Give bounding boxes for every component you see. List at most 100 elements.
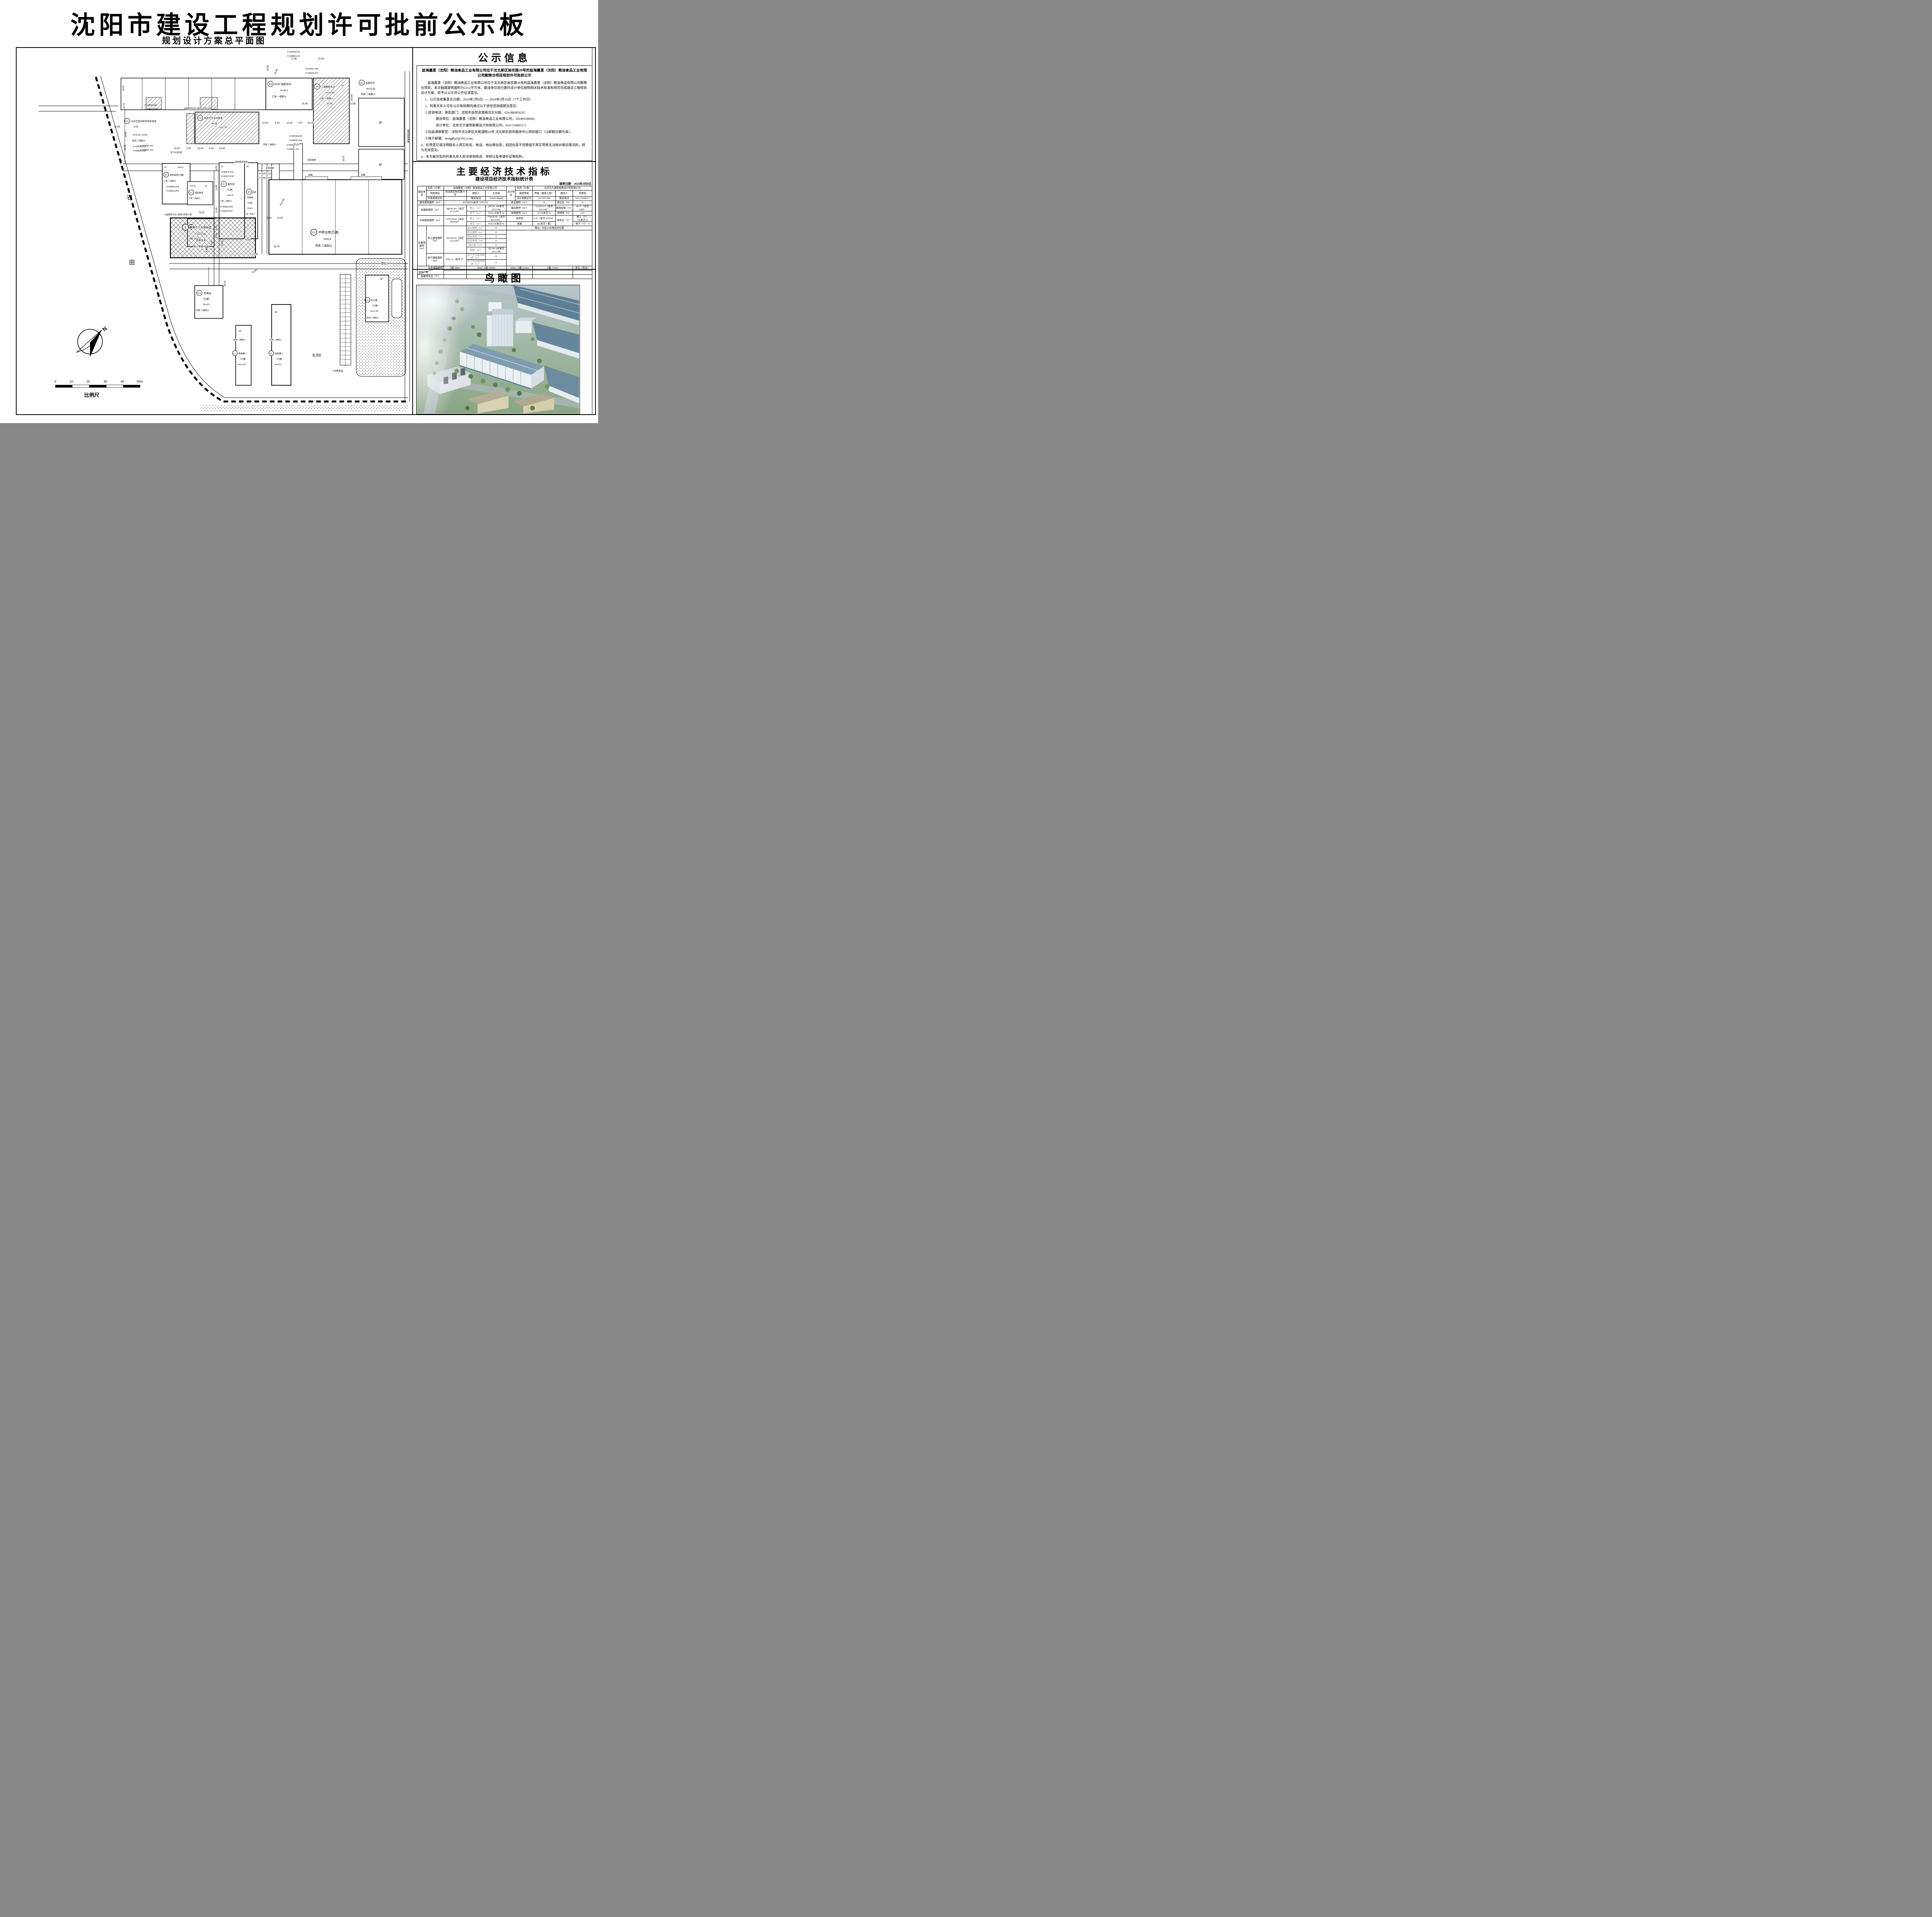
dim: 32.59 <box>267 65 269 71</box>
dim: 29.02 <box>224 281 226 287</box>
enclosed-bridge <box>271 163 280 180</box>
dim: 2.00 <box>209 148 214 150</box>
cell-diagonal: 住宅建筑区间 住宅户数 <box>417 265 444 275</box>
cell: 物业、社区公共用房的位置 <box>506 226 592 231</box>
warehouse-main <box>459 344 544 390</box>
scale-tick: 20 <box>87 380 90 383</box>
cell-part: 75(本次 0) <box>577 218 588 221</box>
cell: 地上（个） 75(本次 0) <box>573 215 592 222</box>
coord-x: X=42853.652 <box>166 186 179 188</box>
coord: Y=44878.076 <box>305 72 318 75</box>
column-divider <box>412 47 413 415</box>
class: 乙类 一级耐火 <box>319 97 334 100</box>
north-compass: N <box>76 325 108 357</box>
cell: 地上建筑面积（m²） <box>426 226 444 254</box>
cell-part: 地上（个） <box>576 216 589 219</box>
cell: 联系人 <box>466 190 486 197</box>
cell: 绿地率（%） <box>555 211 573 216</box>
cell: 其他（m²） <box>466 247 486 254</box>
height: H=23.95 <box>366 88 376 90</box>
use: 丙类仓库 <box>196 238 206 242</box>
built: （已建） <box>226 188 234 191</box>
height: H=5.0米 <box>197 232 207 236</box>
tag: E9 <box>165 174 167 177</box>
tag: E5 <box>269 83 272 86</box>
floors: 1F <box>342 85 344 87</box>
tag: E15 <box>198 293 201 295</box>
coord: X=42940.522 <box>287 51 300 53</box>
height: H=4.3 <box>203 304 210 306</box>
notice-text-box: 益海嘉里（沈阳）粮油食品工业有限公司位于沈北新区裕农路39号的益海嘉里（沈阳）粮… <box>417 65 592 161</box>
building-silo-new: ① 散粮仓（本期修建） H=5.0米 丙类仓库 耐火等级 二级 <box>170 217 256 259</box>
cell: 北京交大建筑勘察设计院有限公司 <box>532 186 592 191</box>
dim: 9.00 <box>134 126 138 128</box>
notice-section-title: 公示信息 <box>478 53 531 64</box>
firewall-note: 此面墙体为无门窗洞口的防火墙 <box>165 213 192 216</box>
class: 丁类 二级耐火 <box>189 197 201 200</box>
cell: 0 <box>485 243 507 248</box>
cell: 379570.94（本次 4424.00） <box>443 215 467 226</box>
dim: 79.80 <box>252 253 259 256</box>
cell: 地下商业建筑面积（m²） <box>466 259 486 266</box>
bridge-label: 封闭栈桥 <box>308 158 316 162</box>
north-letter: N <box>101 325 108 333</box>
section-divider <box>412 269 596 270</box>
dim: 13.65 <box>350 103 356 105</box>
building-e16: E16 中转仓库(已建) H=6.8 丙类 二级耐火 <box>269 143 402 255</box>
plan-annotations: 此面墙体为无门窗洞口的防火墙 此面墙体为无门窗洞口的防火墙 地下水池边线 消防登… <box>127 107 410 357</box>
scale-tick: 0 <box>54 380 56 383</box>
name: 中转仓库(已建) <box>318 230 339 234</box>
cell: 王克海 <box>485 190 507 197</box>
name: 900D 面粉车间 <box>274 82 291 86</box>
cell: 地下停车建筑面积（m²） <box>466 253 486 260</box>
notice-paragraph: 益海嘉里（沈阳）粮油食品工业有限公司位于沈北新区裕农路39号的益海嘉里（沈阳）粮… <box>421 81 587 95</box>
dim: 13.10 <box>287 122 293 124</box>
dim: 11.00 <box>216 185 218 191</box>
diag-top: 住宅建筑区间 <box>428 266 443 269</box>
site-plan-title: 规划设计方案总平面图 <box>162 36 266 46</box>
class: 民用 二级耐火 <box>233 338 245 341</box>
cell: 沈北新区裕农路39号 <box>443 190 467 197</box>
height: H=16.5 <box>275 364 282 366</box>
birds-eye-box <box>386 264 580 423</box>
cell: 总建筑面积（m²） <box>417 226 427 266</box>
coord: X=42858.769 <box>140 145 153 147</box>
cell: 商业面积（m²） <box>506 201 533 206</box>
canopy <box>305 176 328 180</box>
coord-x2: X=42869.024 <box>220 206 233 208</box>
dim: 20.05 <box>114 126 121 128</box>
dim: 20.00 <box>197 148 204 150</box>
cell: 建设用地面积（m²） <box>417 201 444 206</box>
cell-part: 0 <box>588 222 590 225</box>
tag: X11 <box>126 121 129 123</box>
name-1: 品研 <box>252 191 256 194</box>
cell: A111011389 <box>532 196 556 201</box>
dim: 32.85 <box>327 103 333 105</box>
class: 民用 二级耐火 <box>367 316 379 319</box>
cell: 地下（m²） <box>466 221 486 226</box>
coord-y2: Y=44923.667 <box>220 210 233 213</box>
cell: 0 <box>485 238 507 243</box>
class: 丁类 二级耐火 <box>220 200 232 202</box>
econ-section-title: 主要经济技术指标 <box>456 167 552 177</box>
dim: 19.75 <box>221 240 224 246</box>
building-x11: X11 公共卫生间和劳务休息室 H=4.15 民用 二级耐火 X=42838.2… <box>124 118 156 152</box>
cell: 地下建筑面积（m²） <box>426 253 444 266</box>
fire-grade: 耐火等级 二级 <box>193 245 209 248</box>
dim: 15.05 <box>174 148 180 150</box>
coord-y: Y=44917.518 <box>221 175 233 178</box>
floors: 3F <box>239 330 242 333</box>
cell <box>443 196 467 201</box>
coord: Y=44904.724 <box>140 149 153 151</box>
cell: 1542.14（本次 0） <box>443 253 467 266</box>
dim: 12.74 <box>123 103 126 109</box>
dim: 100.79 <box>219 127 227 129</box>
cell: 设计单位 <box>506 185 516 201</box>
tag: E13 <box>366 299 369 301</box>
name: 办公楼 <box>371 299 378 302</box>
cell: 1542.14(本次 0) <box>485 221 507 226</box>
tag: ① <box>184 226 187 229</box>
site-boundary <box>39 75 408 412</box>
cell: 联系人 <box>555 190 573 197</box>
tag: E25 <box>190 192 193 194</box>
